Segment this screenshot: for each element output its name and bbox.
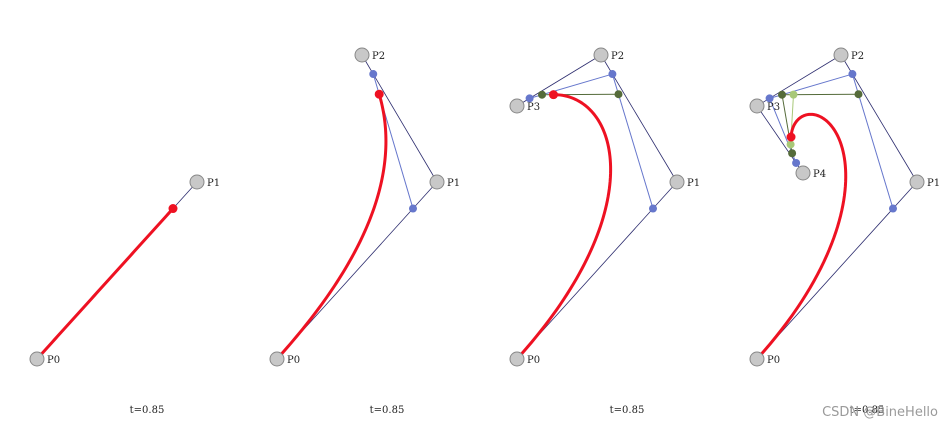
construction-point — [765, 94, 774, 103]
control-point-label: P4 — [813, 169, 826, 180]
control-point — [749, 351, 765, 367]
construction-point — [409, 204, 417, 213]
t-value-label: t=0.85 — [610, 405, 645, 416]
t-value-label: t=0.85 — [370, 405, 405, 416]
construction-point — [649, 204, 657, 213]
control-point — [509, 98, 525, 114]
construction-point — [369, 70, 378, 79]
construction-point — [854, 90, 863, 99]
construction-point — [614, 90, 623, 99]
construction-point — [889, 204, 897, 213]
control-point-label: P0 — [47, 355, 60, 366]
control-point — [833, 47, 849, 63]
construction-point — [608, 70, 617, 79]
watermark: CSDN @BineHello — [822, 405, 938, 420]
bezier-curve — [515, 93, 613, 361]
control-point-label: P1 — [687, 178, 700, 189]
control-point — [593, 47, 609, 63]
control-point-label: P2 — [611, 51, 624, 62]
control-point — [795, 165, 811, 181]
construction-point — [538, 90, 547, 99]
control-point — [509, 351, 525, 367]
control-point-label: P2 — [372, 51, 385, 62]
construction-point — [778, 90, 787, 99]
control-point — [269, 351, 285, 367]
curve-point — [786, 132, 796, 142]
t-value-label: t=0.85 — [130, 405, 165, 416]
control-point-label: P3 — [527, 102, 540, 113]
construction-point — [788, 149, 797, 158]
control-point-label: P1 — [207, 178, 220, 189]
control-point-label: P1 — [927, 178, 940, 189]
control-point — [429, 174, 445, 190]
control-point — [669, 174, 685, 190]
bezier-curve — [35, 207, 175, 361]
control-point — [749, 98, 765, 114]
control-point — [29, 351, 45, 367]
control-point-label: P1 — [447, 178, 460, 189]
control-point-label: P0 — [527, 355, 540, 366]
control-point — [909, 174, 925, 190]
curve-point — [548, 90, 558, 100]
construction-point — [525, 94, 534, 103]
construction-point — [789, 90, 798, 99]
control-point-label: P0 — [287, 355, 300, 366]
t-value-label: t=0.85 — [850, 405, 885, 416]
construction-point — [848, 70, 857, 79]
control-point-label: P0 — [767, 355, 780, 366]
bezier-curve — [755, 112, 848, 361]
construction-point — [786, 140, 795, 149]
control-point — [354, 47, 370, 63]
control-point-label: P2 — [851, 51, 864, 62]
curve-point — [374, 89, 384, 99]
control-point — [189, 174, 205, 190]
curve-point — [168, 204, 178, 214]
construction-point — [792, 158, 801, 167]
control-point-label: P3 — [767, 102, 780, 113]
bezier-curve — [275, 92, 388, 361]
